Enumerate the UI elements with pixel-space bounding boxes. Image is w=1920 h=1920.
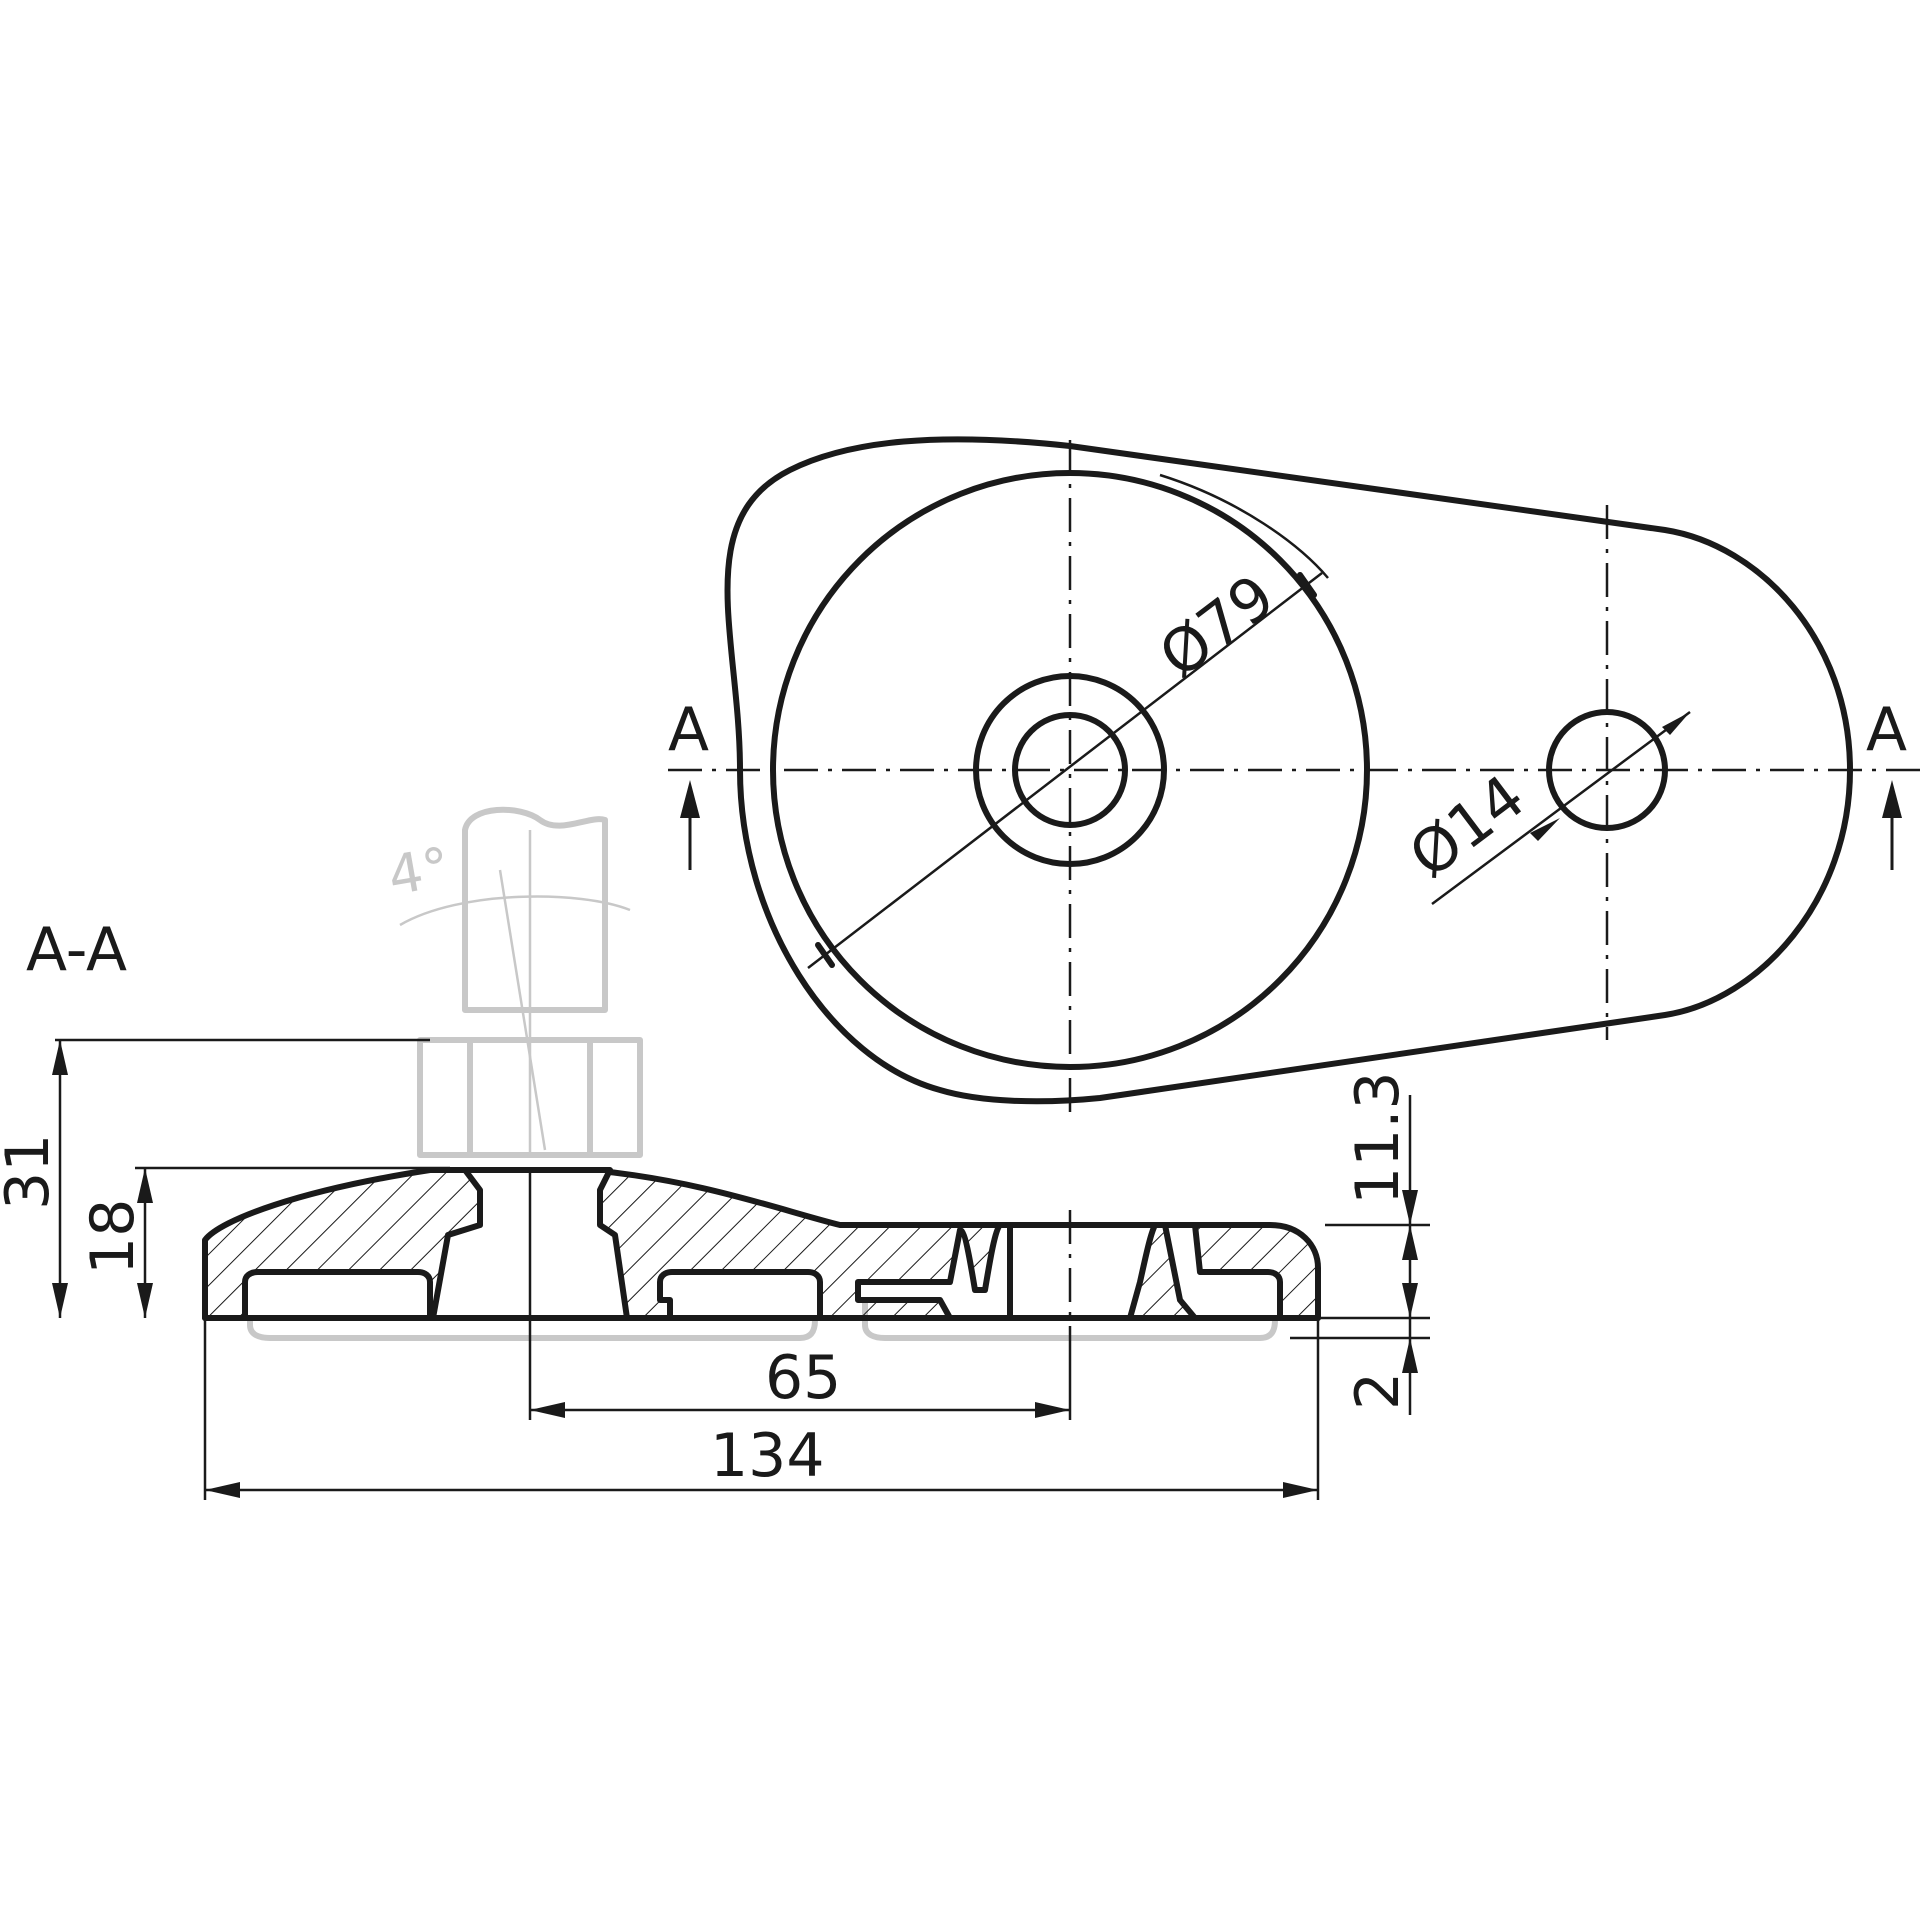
dim-height-31: 31 xyxy=(0,1038,430,1318)
label-length-65: 65 xyxy=(765,1343,841,1413)
section-marker-left: A xyxy=(668,695,709,870)
pad-recess-right-b xyxy=(1007,1222,1283,1321)
dim-tick-diameter-79-b xyxy=(1297,572,1317,598)
section-title: A-A xyxy=(26,915,127,985)
dim-length-134: 134 xyxy=(203,1318,1320,1500)
label-diameter-79: Ø79 xyxy=(1147,562,1288,692)
ghost-stud: 4° xyxy=(383,806,643,1158)
label-height-2: 2 xyxy=(1343,1372,1413,1410)
dim-height-2: 2 xyxy=(1290,1283,1430,1415)
dim-line-diameter-79 xyxy=(807,572,1323,969)
dim-tick-diameter-79-a xyxy=(815,942,835,968)
section-view: A-A 4° xyxy=(0,806,1430,1500)
label-height-11-3: 11.3 xyxy=(1343,1071,1413,1205)
dim-line-diameter-14 xyxy=(1431,710,1691,906)
label-height-18: 18 xyxy=(78,1199,148,1275)
dim-length-65: 65 xyxy=(528,1170,1072,1420)
label-height-31: 31 xyxy=(0,1134,63,1210)
dim-height-11-3: 11.3 xyxy=(1325,1071,1430,1318)
pad-recess-middle xyxy=(657,1269,823,1321)
svg-text:A: A xyxy=(668,695,709,765)
svg-text:A: A xyxy=(1866,695,1907,765)
dim-height-18: 18 xyxy=(78,1166,450,1318)
label-diameter-14: Ø14 xyxy=(1397,762,1538,892)
arrow-diameter-14-a xyxy=(1530,818,1560,841)
arrow-diameter-14-b xyxy=(1662,712,1690,735)
top-view: Ø79 Ø14 A A xyxy=(668,436,1920,1120)
label-tilt-angle: 4° xyxy=(383,835,454,908)
dim-arc-diameter-79 xyxy=(1159,473,1329,579)
base-outline xyxy=(724,436,1853,1105)
center-bore xyxy=(1012,712,1128,828)
section-marker-right: A xyxy=(1866,695,1907,870)
pad-recess-left xyxy=(242,1269,433,1321)
label-length-134: 134 xyxy=(710,1421,825,1491)
